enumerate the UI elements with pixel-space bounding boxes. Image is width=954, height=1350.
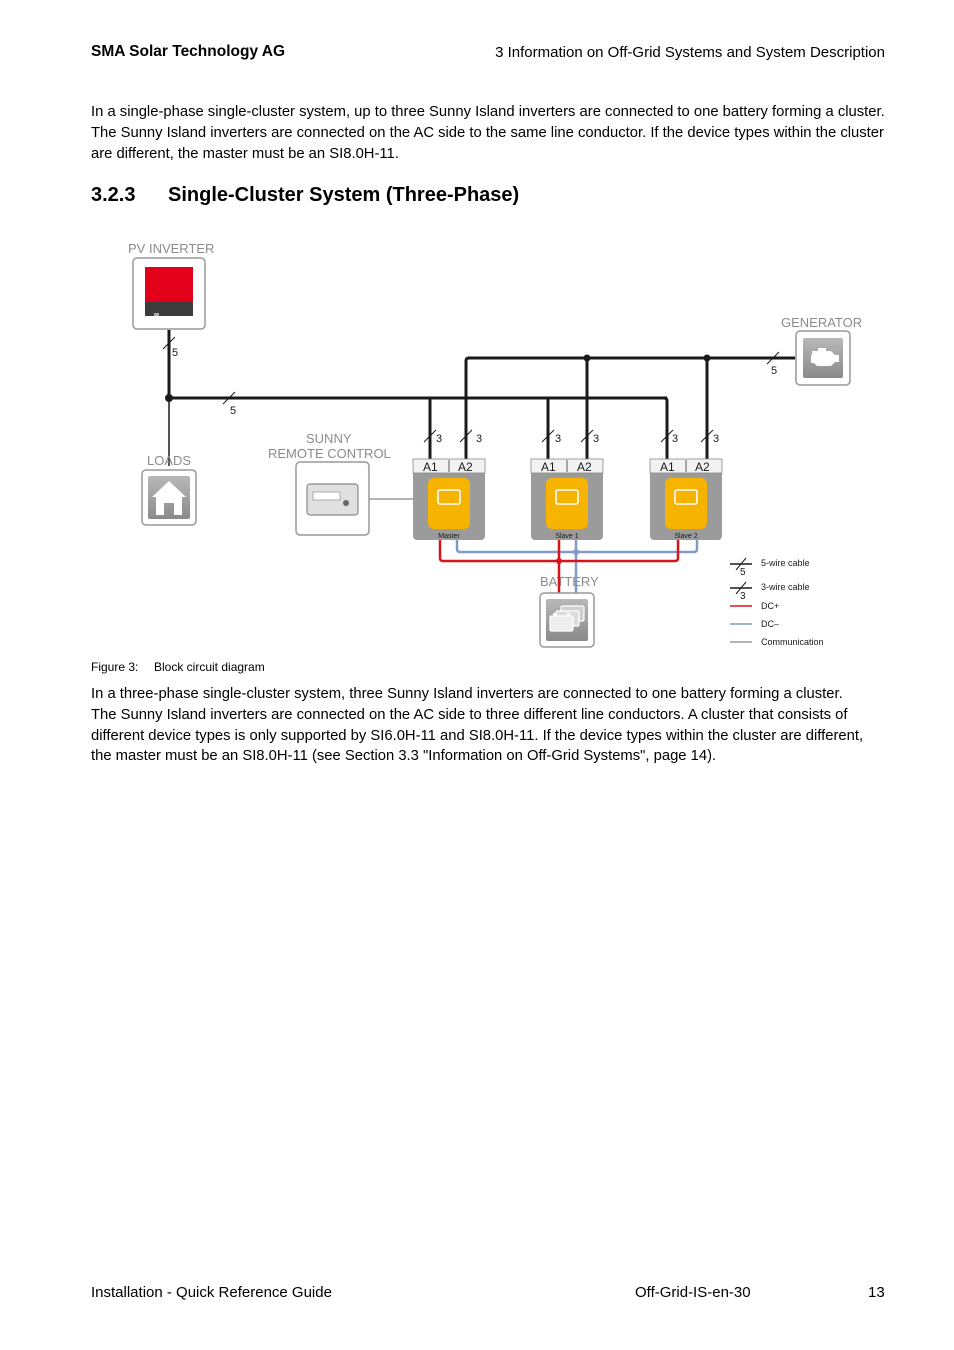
section-number: 3.2.3 — [91, 184, 136, 206]
body-paragraph: In a three-phase single-cluster system, … — [91, 684, 891, 767]
wire-count-label: 3 — [713, 433, 719, 445]
port-a1-label: A1 — [660, 460, 675, 474]
generator-label: GENERATOR — [781, 315, 862, 330]
wire-count-label: 5 — [771, 365, 777, 377]
wire-count-marks — [162, 336, 780, 443]
legend-count: 5 — [740, 567, 746, 578]
inverter-slave-1 — [530, 458, 604, 540]
legend-dc-minus: DC– — [761, 619, 779, 629]
figure-caption: Figure 3: Block circuit diagram — [91, 660, 265, 674]
legend-three-wire: 3-wire cable — [761, 582, 810, 592]
legend: 5 5-wire cable 3 3-wire cable DC+ DC– Co… — [730, 557, 824, 647]
body-line: In a three-phase single-cluster system, … — [91, 686, 843, 702]
legend-five-wire: 5-wire cable — [761, 558, 810, 568]
ac-wiring — [167, 330, 795, 470]
inverter-name-label: Slave 1 — [555, 533, 578, 540]
header-chapter: 3 Information on Off-Grid Systems and Sy… — [495, 44, 885, 61]
inverter-name-label: Slave 2 — [674, 533, 697, 540]
generator-icon — [795, 330, 851, 386]
port-a1-label: A1 — [541, 460, 556, 474]
junction-dot — [703, 354, 711, 362]
junction-dot — [556, 558, 562, 564]
junction-dot — [165, 394, 173, 402]
body-line: The Sunny Island inverters are connected… — [91, 706, 848, 723]
intro-line: In a single-phase single-cluster system,… — [91, 104, 885, 120]
wire-count-label: 3 — [476, 433, 482, 445]
legend-dc-plus: DC+ — [761, 601, 779, 611]
house-icon — [141, 469, 197, 526]
figure-label: Figure 3: — [91, 660, 139, 674]
port-a2-label: A2 — [695, 460, 710, 474]
wire-count-label: 3 — [672, 433, 678, 445]
block-circuit-diagram: 5 5 5 3 3 3 3 3 3 PV INVERTER GENERATOR … — [128, 241, 862, 648]
remote-label-line2: REMOTE CONTROL — [268, 446, 391, 461]
pv-inverter-icon — [132, 257, 206, 330]
body-line: the master must be an SI8.0H-11 (see Sec… — [91, 748, 717, 765]
battery-label: BATTERY — [540, 574, 599, 589]
inverter-slave-2 — [649, 458, 723, 540]
intro-paragraph: In a single-phase single-cluster system,… — [91, 102, 891, 164]
battery-icon — [539, 592, 595, 648]
intro-line: are different, the master must be an SI8… — [91, 145, 399, 162]
section-title: Single-Cluster System (Three-Phase) — [168, 184, 520, 206]
junction-dot — [583, 354, 591, 362]
wire-count-label: 5 — [230, 405, 236, 417]
legend-count: 3 — [740, 591, 746, 602]
dc-minus-wiring — [455, 540, 699, 593]
figure-caption-text: Block circuit diagram — [154, 660, 265, 674]
dc-plus-wiring — [438, 540, 680, 593]
footer-title: Installation - Quick Reference Guide — [91, 1284, 332, 1301]
junction-dot — [573, 549, 579, 555]
section-heading: 3.2.3 Single-Cluster System (Three-Phase) — [91, 184, 519, 207]
port-a1-label: A1 — [423, 460, 438, 474]
port-a2-label: A2 — [577, 460, 592, 474]
remote-control-icon — [295, 461, 370, 536]
remote-label-line1: SUNNY — [306, 431, 352, 446]
intro-line: The Sunny Island inverters are connected… — [91, 124, 884, 141]
wire-count-label: 3 — [436, 433, 442, 445]
footer-page-number: 13 — [868, 1284, 885, 1301]
loads-label: LOADS — [147, 453, 191, 468]
header-company: SMA Solar Technology AG — [91, 43, 286, 60]
body-line: different device types is only supported… — [91, 727, 864, 744]
port-a2-label: A2 — [458, 460, 473, 474]
inverter-name-label: Master — [438, 533, 460, 540]
wire-count-label: 3 — [593, 433, 599, 445]
inverter-master — [412, 458, 486, 540]
wire-count-label: 3 — [555, 433, 561, 445]
wire-count-label: 5 — [172, 347, 178, 359]
pv-inverter-label: PV INVERTER — [128, 241, 214, 256]
legend-communication: Communication — [761, 637, 824, 647]
footer-doc-id: Off-Grid-IS-en-30 — [635, 1284, 751, 1301]
